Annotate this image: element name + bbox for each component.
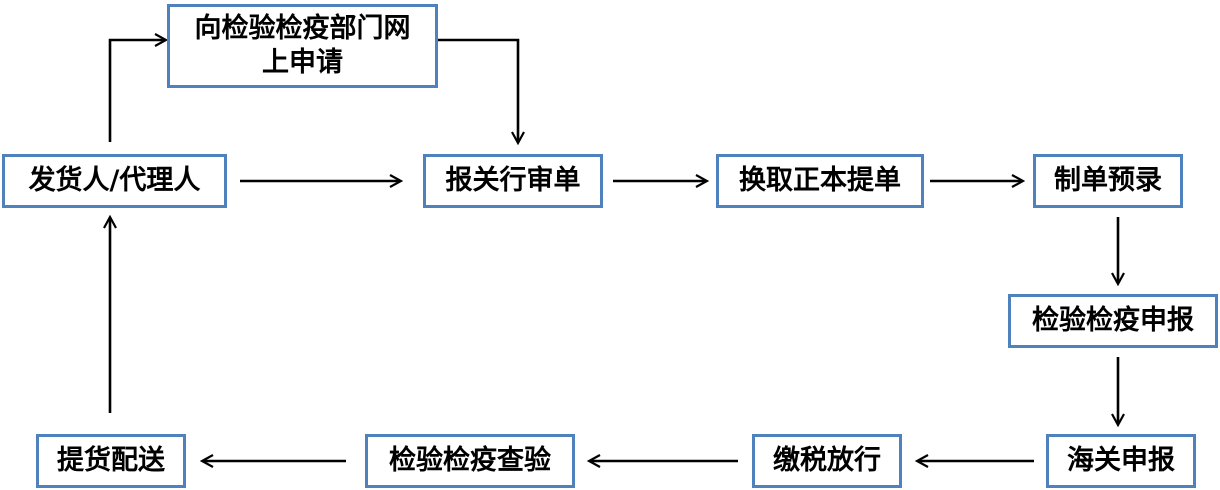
node-inspection-check: 检验检疫查验 — [365, 434, 575, 488]
node-inspection-declare: 检验检疫申报 — [1008, 294, 1218, 348]
node-customs-declare-label: 海关申报 — [1067, 445, 1175, 477]
node-exchange-bill: 换取正本提单 — [716, 154, 924, 208]
node-customs-broker-review: 报关行审单 — [423, 154, 603, 208]
node-customs-declare: 海关申报 — [1046, 434, 1196, 488]
node-customs-broker-review-label: 报关行审单 — [445, 165, 581, 197]
node-pickup-delivery-label: 提货配送 — [57, 445, 165, 477]
node-exchange-bill-label: 换取正本提单 — [739, 165, 901, 197]
arrow-shipper-to-online-apply — [108, 40, 165, 142]
node-online-apply: 向检验检疫部门网 上申请 — [167, 4, 438, 88]
node-tax-release: 缴税放行 — [752, 434, 902, 488]
node-prepare-entry-label: 制单预录 — [1054, 165, 1162, 197]
node-tax-release-label: 缴税放行 — [773, 445, 881, 477]
node-online-apply-line2: 上申请 — [262, 47, 343, 78]
node-inspection-check-label: 检验检疫查验 — [389, 445, 551, 477]
node-online-apply-line1: 向检验检疫部门网 — [194, 13, 411, 45]
node-pickup-delivery: 提货配送 — [36, 434, 186, 488]
node-shipper-label: 发货人/代理人 — [28, 165, 201, 197]
node-prepare-entry: 制单预录 — [1033, 154, 1183, 208]
node-shipper: 发货人/代理人 — [2, 154, 227, 208]
arrow-online-apply-to-broker-review — [438, 38, 518, 142]
node-inspection-declare-label: 检验检疫申报 — [1032, 305, 1194, 337]
